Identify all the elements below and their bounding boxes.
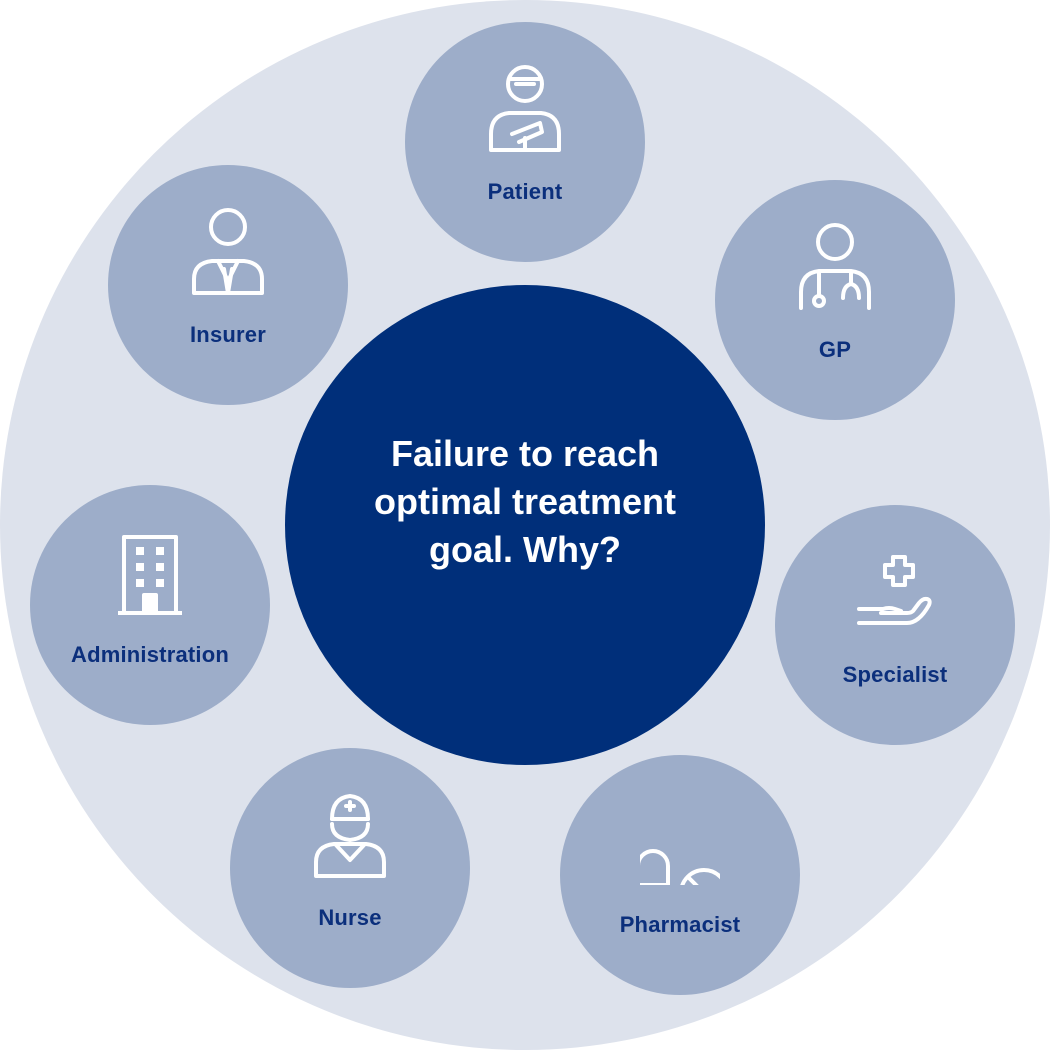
- center-question: Failure to reach optimal treatment goal.…: [373, 433, 677, 570]
- patient-with-sling-icon: [485, 62, 565, 152]
- person-with-tie-icon: [188, 205, 268, 295]
- stakeholder-label: Patient: [487, 179, 563, 204]
- stakeholder-label: GP: [818, 337, 852, 362]
- stakeholder-gp: GP: [715, 180, 955, 420]
- nurse-icon: [310, 788, 390, 878]
- building-icon: [110, 525, 190, 615]
- stakeholder-nurse: Nurse: [230, 748, 470, 988]
- stakeholder-label: Administration: [70, 642, 230, 667]
- doctor-stethoscope-icon: [795, 220, 875, 310]
- pills-icon: [640, 795, 720, 885]
- stakeholder-pharmacist: Pharmacist: [560, 755, 800, 995]
- stakeholder-specialist: Specialist: [775, 505, 1015, 745]
- stakeholder-label: Specialist: [842, 662, 948, 687]
- stakeholder-label: Pharmacist: [619, 912, 741, 937]
- stakeholder-label: Nurse: [318, 905, 382, 930]
- stakeholder-patient: Patient: [405, 22, 645, 262]
- center-circle: Failure to reach optimal treatment goal.…: [285, 285, 765, 765]
- hand-holding-cross-icon: [855, 545, 935, 635]
- stakeholder-administration: Administration: [30, 485, 270, 725]
- stakeholder-label: Insurer: [190, 322, 266, 347]
- stakeholder-insurer: Insurer: [108, 165, 348, 405]
